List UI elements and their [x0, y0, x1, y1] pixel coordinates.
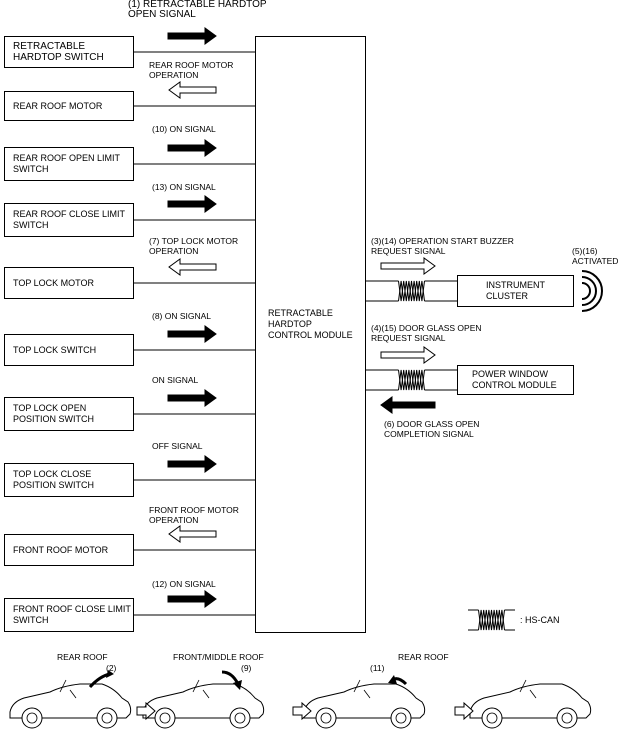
component-label: TOP LOCK CLOSE POSITION SWITCH: [13, 469, 94, 490]
seq-rear-roof-label: REAR ROOF: [57, 652, 108, 662]
signal-arrow-left: [168, 525, 217, 543]
hs-can-legend-icon: [468, 609, 515, 631]
component-box-5: TOP LOCK MOTOR: [4, 267, 134, 299]
hs-can-coil-power-window: [366, 369, 457, 391]
signal-label: (8) ON SIGNAL: [152, 311, 212, 321]
buzzer-request-arrow: [380, 257, 436, 275]
door-glass-request-arrow: [380, 346, 436, 364]
seq-front-middle-roof-label: FRONT/MIDDLE ROOF: [173, 652, 264, 662]
door-glass-request-label: (4)(15) DOOR GLASS OPEN REQUEST SIGNAL: [371, 323, 482, 343]
component-box-8: TOP LOCK CLOSE POSITION SWITCH: [4, 463, 134, 497]
component-label: FRONT ROOF CLOSE LIMIT SWITCH: [13, 604, 131, 625]
component-box-7: TOP LOCK OPEN POSITION SWITCH: [4, 397, 134, 431]
component-box-10: FRONT ROOF CLOSE LIMIT SWITCH: [4, 598, 134, 632]
signal-arrow-right: [167, 455, 217, 473]
sequence-arrow-icon: [136, 702, 156, 720]
sound-wave-icon: [581, 276, 597, 306]
signal-label: FRONT ROOF MOTOR OPERATION: [149, 505, 239, 525]
signal-label: (13) ON SIGNAL: [152, 182, 216, 192]
sequence-arrow-icon: [292, 702, 312, 720]
signal-arrow-left: [168, 258, 217, 276]
door-glass-completion-label: (6) DOOR GLASS OPEN COMPLETION SIGNAL: [384, 419, 480, 439]
signal-label: (12) ON SIGNAL: [152, 579, 216, 589]
door-glass-completion-arrow: [380, 396, 436, 414]
signal-label: ON SIGNAL: [152, 375, 199, 385]
seq-rear-roof-label-2: REAR ROOF: [398, 652, 449, 662]
rear-roof-close-arrowhead-icon: [388, 675, 397, 684]
signal-label: (10) ON SIGNAL: [152, 124, 216, 134]
sound-wave-icon: [581, 282, 591, 300]
car-illustration-2: [142, 679, 265, 729]
car-illustration-3: [303, 679, 426, 729]
seq-step-2: (2): [106, 663, 117, 673]
instrument-cluster-label: INSTRUMENT CLUSTER: [486, 280, 545, 301]
component-label: REAR ROOF OPEN LIMIT SWITCH: [13, 153, 121, 174]
hs-can-legend-label: : HS-CAN: [520, 615, 560, 625]
seq-step-9: (9): [241, 663, 252, 673]
seq-step-11: (11): [370, 663, 385, 673]
signal-arrow-right: [167, 27, 217, 45]
signal-label: OFF SIGNAL: [152, 441, 203, 451]
component-label: REAR ROOF CLOSE LIMIT SWITCH: [13, 209, 126, 230]
power-window-module-label: POWER WINDOW CONTROL MODULE: [472, 369, 557, 390]
control-module-label: RETRACTABLE HARDTOP CONTROL MODULE: [268, 308, 353, 340]
component-label: REAR ROOF MOTOR: [13, 100, 103, 111]
instrument-cluster-box: INSTRUMENT CLUSTER: [457, 275, 574, 307]
signal-arrow-right: [167, 195, 217, 213]
hs-can-coil-instrument: [366, 280, 457, 302]
component-box-6: TOP LOCK SWITCH: [4, 334, 134, 366]
car-illustration-4: [469, 679, 592, 729]
activated-note: (5)(16) ACTIVATED: [572, 246, 619, 266]
signal-label: (7) TOP LOCK MOTOR OPERATION: [149, 236, 239, 256]
signal-arrow-right: [167, 389, 217, 407]
component-box-3: REAR ROOF OPEN LIMIT SWITCH: [4, 147, 134, 181]
sound-wave-icon: [581, 270, 603, 312]
component-label: RETRACTABLE HARDTOP SWITCH: [13, 41, 104, 63]
rear-roof-motion-arrowhead-icon: [106, 670, 114, 678]
component-box-9: FRONT ROOF MOTOR: [4, 534, 134, 566]
signal-label: (1) RETRACTABLE HARDTOP OPEN SIGNAL: [128, 0, 267, 20]
power-window-module-box: POWER WINDOW CONTROL MODULE: [457, 365, 574, 395]
buzzer-signal-label: (3)(14) OPERATION START BUZZER REQUEST S…: [371, 236, 514, 256]
component-label: FRONT ROOF MOTOR: [13, 544, 109, 555]
car-illustration-1: [9, 679, 132, 729]
control-module-box: RETRACTABLE HARDTOP CONTROL MODULE: [255, 36, 366, 633]
front-roof-motion-arrowhead-icon: [233, 680, 242, 690]
signal-arrow-left: [168, 81, 217, 99]
component-box-1: RETRACTABLE HARDTOP SWITCH: [4, 36, 134, 68]
component-box-2: REAR ROOF MOTOR: [4, 91, 134, 121]
signal-arrow-right: [167, 325, 217, 343]
signal-label: REAR ROOF MOTOR OPERATION: [149, 60, 234, 80]
component-label: TOP LOCK OPEN POSITION SWITCH: [13, 403, 94, 424]
signal-arrow-right: [167, 139, 217, 157]
component-box-4: REAR ROOF CLOSE LIMIT SWITCH: [4, 203, 134, 237]
component-label: TOP LOCK MOTOR: [13, 277, 95, 288]
signal-arrow-right: [167, 590, 217, 608]
component-label: TOP LOCK SWITCH: [13, 344, 97, 355]
